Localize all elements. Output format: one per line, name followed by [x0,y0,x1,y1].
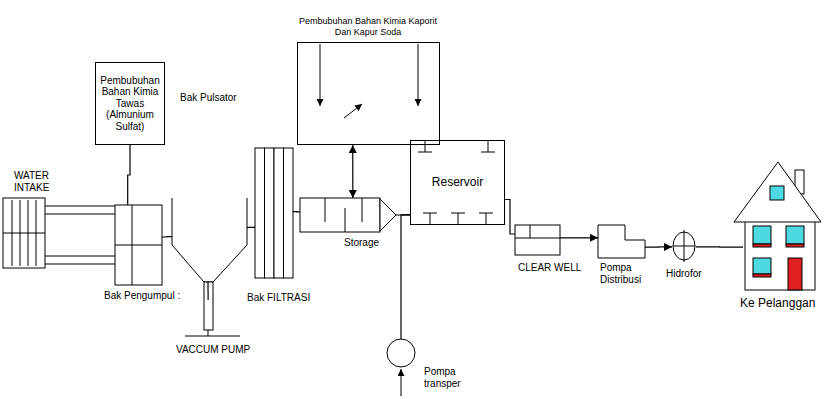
storage-tank [325,198,362,232]
hydrophore-tank [673,230,695,262]
pipe-connector [401,215,410,339]
storage-tank [380,199,396,231]
filter-bed [255,148,265,278]
transfer-pump-symbol [387,339,415,396]
hydrophore-tank: Hidrofor [672,230,696,262]
pipe-connector [293,211,300,212]
component-label: Pompa transper [424,366,474,389]
filter-bed [274,148,284,278]
dosing-arrows [344,104,362,118]
pipe-connector [560,237,598,238]
house-icon [734,162,821,290]
house-icon [786,226,804,244]
pulsator-tank: Bak Pulsator [172,198,247,282]
vacuum-pump-symbol [185,282,240,336]
pulsator-tank [172,198,247,282]
house-icon [753,226,771,244]
filter-bed: Bak FILTRASI [255,148,293,278]
component-label: Bak Pengumpul : [104,290,194,302]
storage-tank [300,198,380,232]
house-icon [786,244,804,247]
dosing-arrows [320,44,321,106]
transfer-pump-symbol [401,369,402,396]
clear-well-tank [515,225,560,255]
collector-tank [115,205,162,285]
clear-well-tank [515,225,560,255]
pipe-connector [128,145,130,205]
water-intake-symbol [3,200,45,266]
distribution-pump: Pompa Distribusi [598,225,645,258]
component-label: VACCUM PUMP [176,344,266,356]
reservoir-baffles [418,141,495,224]
component-label: Pompa Distribusi [600,262,655,285]
hydrophore-tank [673,230,695,262]
filter-bed [284,148,294,278]
distribution-pump-symbol [598,225,645,258]
pipe-connector [505,200,515,235]
transfer-pump: Pompa transper [387,339,415,367]
filter-bed [265,148,275,278]
chemical-dosing-box: Pembubuhan Bahan Kimia Kaporit Dan Kapur… [297,42,440,145]
pipe-connector [45,205,115,206]
storage-tank [300,198,396,232]
chemical-dosing-box: Pembubuhan Bahan Kimia Tawas (Almunium S… [95,62,165,145]
clear-well: CLEAR WELL [515,225,560,255]
component-label: Ke Pelanggan [740,297,822,311]
component-label: Storage [344,237,394,249]
clear-well-tank [515,225,560,238]
component-label: WATER INTAKE [14,170,64,193]
component-label: CLEAR WELL [518,262,588,274]
house-icon [753,244,771,247]
filter-bed [255,148,293,278]
water-intake-symbol [3,198,115,268]
box-text: Pembubuhan Bahan Kimia Tawas (Almunium S… [99,75,161,133]
storage-tank: Storage [300,198,396,232]
component-label: Bak FILTRASI [247,292,327,304]
pipe-connector [645,246,672,247]
pulsator-tank [172,198,247,282]
house-icon [734,162,821,222]
transfer-pump-symbol [387,339,415,367]
house-icon [745,215,815,290]
box-text: Pembubuhan Bahan Kimia Kaporit Dan Kapur… [298,16,438,37]
house-icon [753,258,771,274]
vacuum-pump: VACCUM PUMP [185,300,240,337]
collector-tank: Bak Pengumpul : [115,205,162,285]
collector-tank [115,205,162,285]
house-icon [753,274,771,277]
pipe-connector [696,246,743,247]
pipe-connector [247,227,255,228]
water-intake-symbol [45,214,115,264]
pipe-connector [207,282,208,300]
vacuum-pump-symbol [185,330,240,336]
box-text: Reservoir [432,176,483,190]
reservoir-baffles [423,213,493,224]
dosing-arrows [418,44,419,106]
water-intake-symbol [3,198,45,268]
pipe-connector [352,145,353,198]
customer-house: Ke Pelanggan [743,160,815,292]
vacuum-pump-symbol [204,282,213,330]
dosing-arrows [320,44,418,118]
pipe-connector [162,236,172,238]
reservoir-box: Reservoir [410,140,505,225]
component-label: Hidrofor [666,268,716,280]
water-intake: WATER INTAKE [3,198,45,268]
house-icon [770,186,784,200]
reservoir-baffles [418,141,495,152]
component-label: Bak Pulsator [180,92,260,104]
distribution-pump-symbol [598,225,645,258]
collector-tank [115,205,162,285]
house-icon [788,258,802,290]
